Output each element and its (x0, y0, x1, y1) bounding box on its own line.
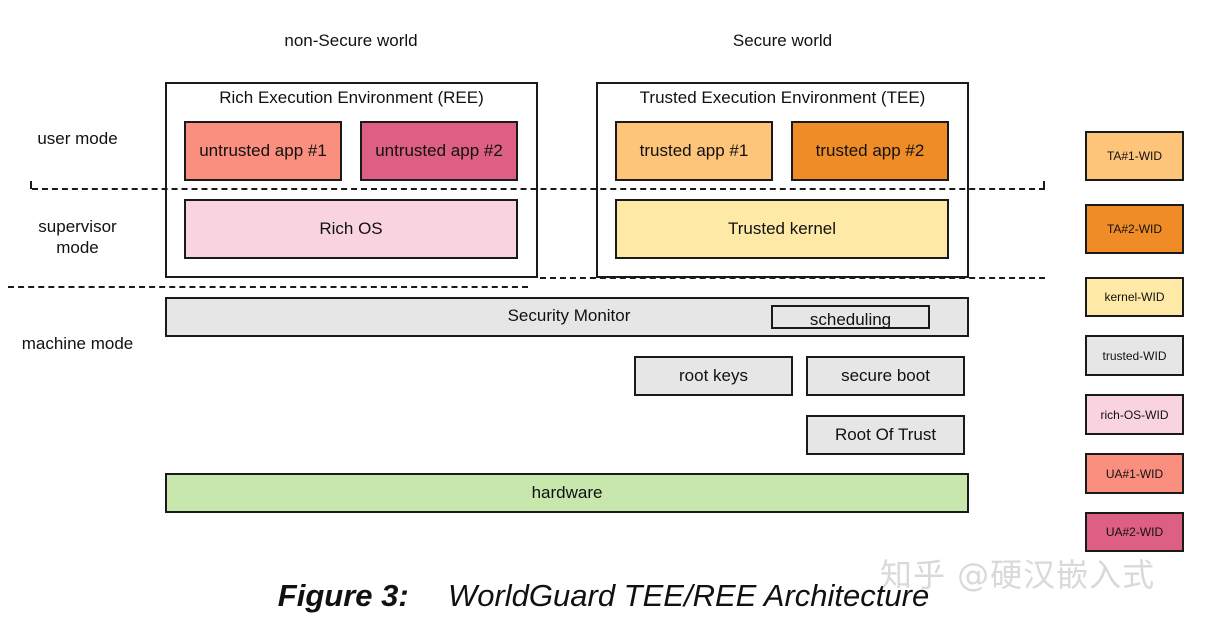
root-keys-box: root keys (634, 356, 793, 396)
wid-legend-kernel: kernel-WID (1085, 277, 1184, 317)
user-mode-label: user mode (37, 129, 118, 148)
machine-mode-label: machine mode (21, 334, 134, 353)
trusted-app-2-box: trusted app #2 (791, 121, 949, 181)
wid-legend-ua1: UA#1-WID (1085, 453, 1184, 494)
figure-number: Figure 3: (277, 578, 409, 613)
trusted-kernel-box: Trusted kernel (615, 199, 949, 259)
separator-left-tick (30, 181, 32, 189)
supervisor-machine-separator-right (540, 277, 1045, 279)
figure-caption: Figure 3: WorldGuard TEE/REE Architectur… (0, 578, 1207, 614)
wid-legend-rich-os: rich-OS-WID (1085, 394, 1184, 435)
trusted-app-1-box: trusted app #1 (615, 121, 773, 181)
security-monitor-label: Security Monitor (507, 306, 631, 325)
wid-legend-ta1: TA#1-WID (1085, 131, 1184, 181)
user-supervisor-separator (32, 188, 1045, 190)
untrusted-app-1-box: untrusted app #1 (184, 121, 342, 181)
wid-legend-ua2: UA#2-WID (1085, 512, 1184, 552)
separator-right-tick (1043, 181, 1045, 189)
secure-world-header: Secure world (732, 31, 833, 50)
ree-container: Rich Execution Environment (REE) (165, 82, 538, 278)
wid-legend-ta2: TA#2-WID (1085, 204, 1184, 254)
root-of-trust-box: Root Of Trust (806, 415, 965, 455)
secure-boot-box: secure boot (806, 356, 965, 396)
rich-os-box: Rich OS (184, 199, 518, 259)
scheduling-label: scheduling (809, 310, 892, 329)
scheduling-box: scheduling (771, 305, 930, 329)
hardware-box: hardware (165, 473, 969, 513)
ree-title: Rich Execution Environment (REE) (219, 88, 484, 107)
supervisor-mode-label: supervisor mode (38, 217, 117, 257)
non-secure-world-header: non-Secure world (284, 31, 418, 50)
supervisor-machine-separator-left (8, 286, 528, 288)
untrusted-app-2-box: untrusted app #2 (360, 121, 518, 181)
watermark: 知乎 @硬汉嵌入式 (880, 556, 1156, 594)
figure-title: WorldGuard TEE/REE Architecture (447, 578, 930, 613)
wid-legend-trusted: trusted-WID (1085, 335, 1184, 376)
tee-title: Trusted Execution Environment (TEE) (639, 88, 926, 107)
